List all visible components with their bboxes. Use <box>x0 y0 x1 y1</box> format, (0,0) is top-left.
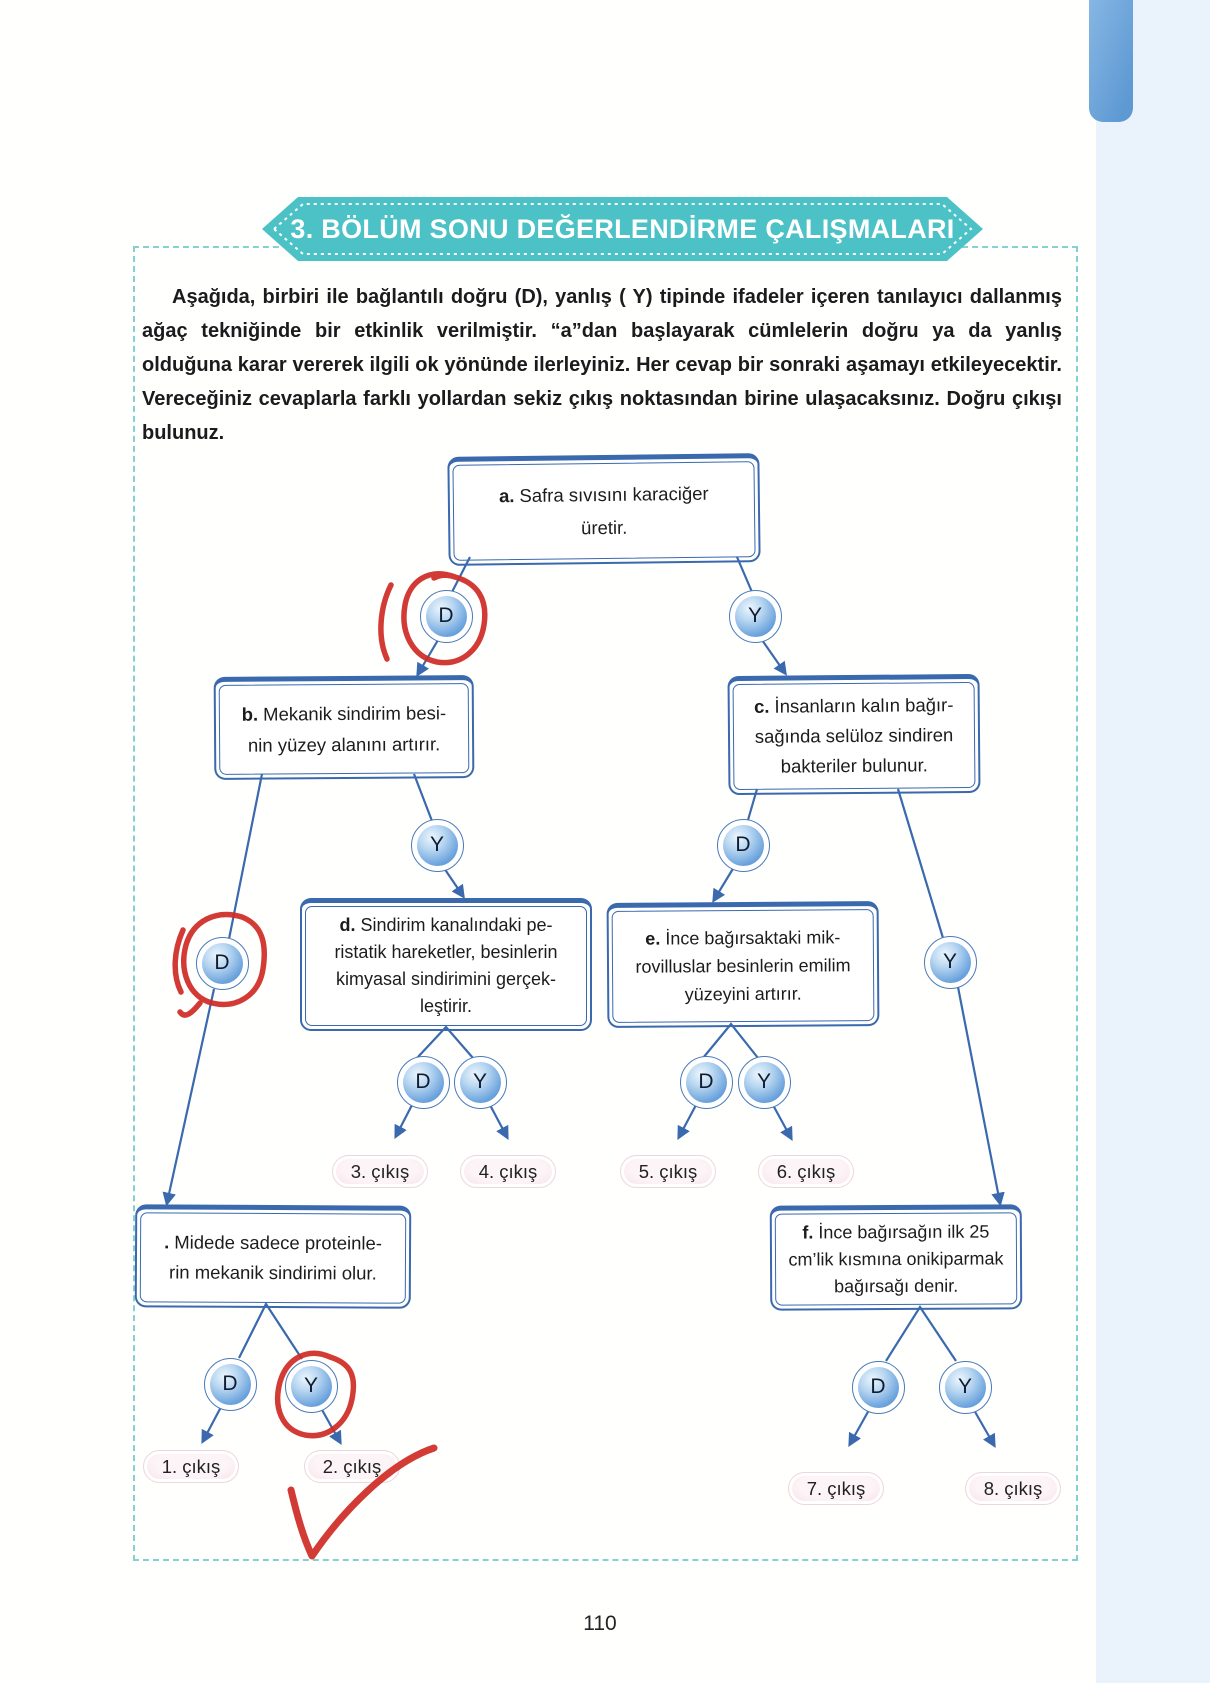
decision-letter: Y <box>944 1366 986 1408</box>
decision-letter: D <box>722 824 764 866</box>
statement-line: ristatik hareketler, besinlerin <box>334 942 558 962</box>
statement-line: cm’lik kısmına onikiparmak <box>788 1247 1004 1270</box>
exit-pill-2: 2. çıkış <box>304 1450 400 1483</box>
statement-line: nin yüzey alanını artırır. <box>247 733 441 756</box>
decision-letter: D <box>685 1061 727 1103</box>
statement-box-c: c.İnsanların kalın bağır- sağında selülo… <box>727 673 981 796</box>
banner-ribbon-shape <box>262 197 983 261</box>
decision-circle-d-yanlis: Y <box>453 1055 507 1109</box>
decision-letter: Y <box>743 1061 785 1103</box>
statement-text: Safra sıvısını karaciğer <box>519 482 709 507</box>
intro-paragraph: Aşağıda, birbiri ile bağlantılı doğru (D… <box>142 286 1062 444</box>
decision-letter: D <box>209 1363 251 1405</box>
statement-box-b: b.Mekanik sindirim besi- nin yüzey alanı… <box>213 675 475 780</box>
statement-text: İnce bağırsağın ilk 25 <box>818 1221 990 1242</box>
statement-box-d: d.Sindirim kanalındaki pe- ristatik hare… <box>300 898 592 1031</box>
banner-title: 3. BÖLÜM SONU DEĞERLENDİRME ÇALIŞMALARI <box>290 213 955 244</box>
decision-letter: D <box>402 1061 444 1103</box>
statement-line: üretir. <box>580 516 628 539</box>
page-number: 110 <box>583 1612 617 1635</box>
statement-line: bakteriler bulunur. <box>780 754 928 777</box>
statement-line: a.Safra sıvısını karaciğer <box>499 477 709 513</box>
section-banner: 3. BÖLÜM SONU DEĞERLENDİRME ÇALIŞMALARI <box>261 196 984 262</box>
statement-box-g: .Midede sadece proteinle- rin mekanik si… <box>134 1204 412 1309</box>
statement-box-a: a.Safra sıvısını karaciğer üretir. <box>447 453 761 566</box>
decision-letter: Y <box>459 1061 501 1103</box>
statement-line: f.İnce bağırsağın ilk 25 <box>802 1218 989 1246</box>
statement-line: yüzeyini artırır. <box>684 983 802 1005</box>
statement-line: leştirir. <box>419 996 472 1016</box>
statement-box-f: f.İnce bağırsağın ilk 25 cm’lik kısmına … <box>769 1204 1023 1311</box>
statement-line: rovilluslar besinlerin emilim <box>635 955 851 977</box>
exit-pill-8: 8. çıkış <box>965 1472 1061 1505</box>
exit-pill-3: 3. çıkış <box>332 1155 428 1188</box>
decision-circle-f-yanlis: Y <box>938 1360 992 1414</box>
statement-line: c.İnsanların kalın bağır- <box>754 690 954 722</box>
decision-circle-c-yanlis: Y <box>923 935 977 989</box>
decision-letter: Y <box>290 1365 332 1407</box>
decision-circle-g-dogru: D <box>203 1357 257 1411</box>
side-strip <box>1096 0 1210 1683</box>
decision-letter: Y <box>734 595 776 637</box>
exit-pill-1: 1. çıkış <box>143 1450 239 1483</box>
statement-text: İnsanların kalın bağır- <box>774 694 954 717</box>
statement-line: d.Sindirim kanalındaki pe- <box>339 912 552 939</box>
decision-circle-a-yanlis: Y <box>728 589 782 643</box>
statement-label-b: b. <box>241 703 259 725</box>
statement-text: Sindirim kanalındaki pe- <box>360 915 553 935</box>
statement-line: e.İnce bağırsaktaki mik- <box>645 923 840 952</box>
statement-label-d: d. <box>339 915 356 935</box>
exit-pill-5: 5. çıkış <box>620 1155 716 1188</box>
decision-letter: D <box>201 942 243 984</box>
decision-circle-c-dogru: D <box>716 818 770 872</box>
statement-line: kimyasal sindirimini gerçek- <box>335 969 557 989</box>
statement-label-f: f. <box>802 1221 814 1242</box>
decision-letter: D <box>425 595 467 637</box>
statement-label-c: c. <box>753 695 770 717</box>
decision-circle-e-dogru: D <box>679 1055 733 1109</box>
statement-box-e: e.İnce bağırsaktaki mik- rovilluslar bes… <box>606 901 880 1028</box>
decision-circle-a-dogru: D <box>419 589 473 643</box>
statement-label-e: e. <box>645 928 661 949</box>
exit-pill-6: 6. çıkış <box>758 1155 854 1188</box>
corner-tab <box>1089 0 1133 122</box>
statement-line: b.Mekanik sindirim besi- <box>242 697 447 729</box>
statement-text: Mekanik sindirim besi- <box>263 702 447 725</box>
decision-circle-g-yanlis: Y <box>284 1359 338 1413</box>
statement-line: sağında selüloz sindiren <box>754 724 954 747</box>
decision-circle-d-dogru: D <box>396 1055 450 1109</box>
decision-letter: Y <box>929 941 971 983</box>
decision-circle-b-yanlis: Y <box>410 818 464 872</box>
exit-pill-4: 4. çıkış <box>460 1155 556 1188</box>
decision-circle-e-yanlis: Y <box>737 1055 791 1109</box>
statement-text: İnce bağırsaktaki mik- <box>665 927 841 949</box>
decision-letter: D <box>857 1366 899 1408</box>
decision-circle-f-dogru: D <box>851 1360 905 1414</box>
statement-line: bağırsağı denir. <box>834 1275 959 1296</box>
statement-line: rin mekanik sindirimi olur. <box>169 1261 377 1284</box>
statement-label-g: . <box>164 1231 170 1253</box>
decision-letter: Y <box>416 824 458 866</box>
statement-label-a: a. <box>498 485 515 507</box>
statement-line: .Midede sadece proteinle- <box>164 1227 382 1258</box>
statement-text: Midede sadece proteinle- <box>174 1231 383 1254</box>
exit-pill-7: 7. çıkış <box>788 1472 884 1505</box>
decision-circle-b-dogru: D <box>195 936 249 990</box>
